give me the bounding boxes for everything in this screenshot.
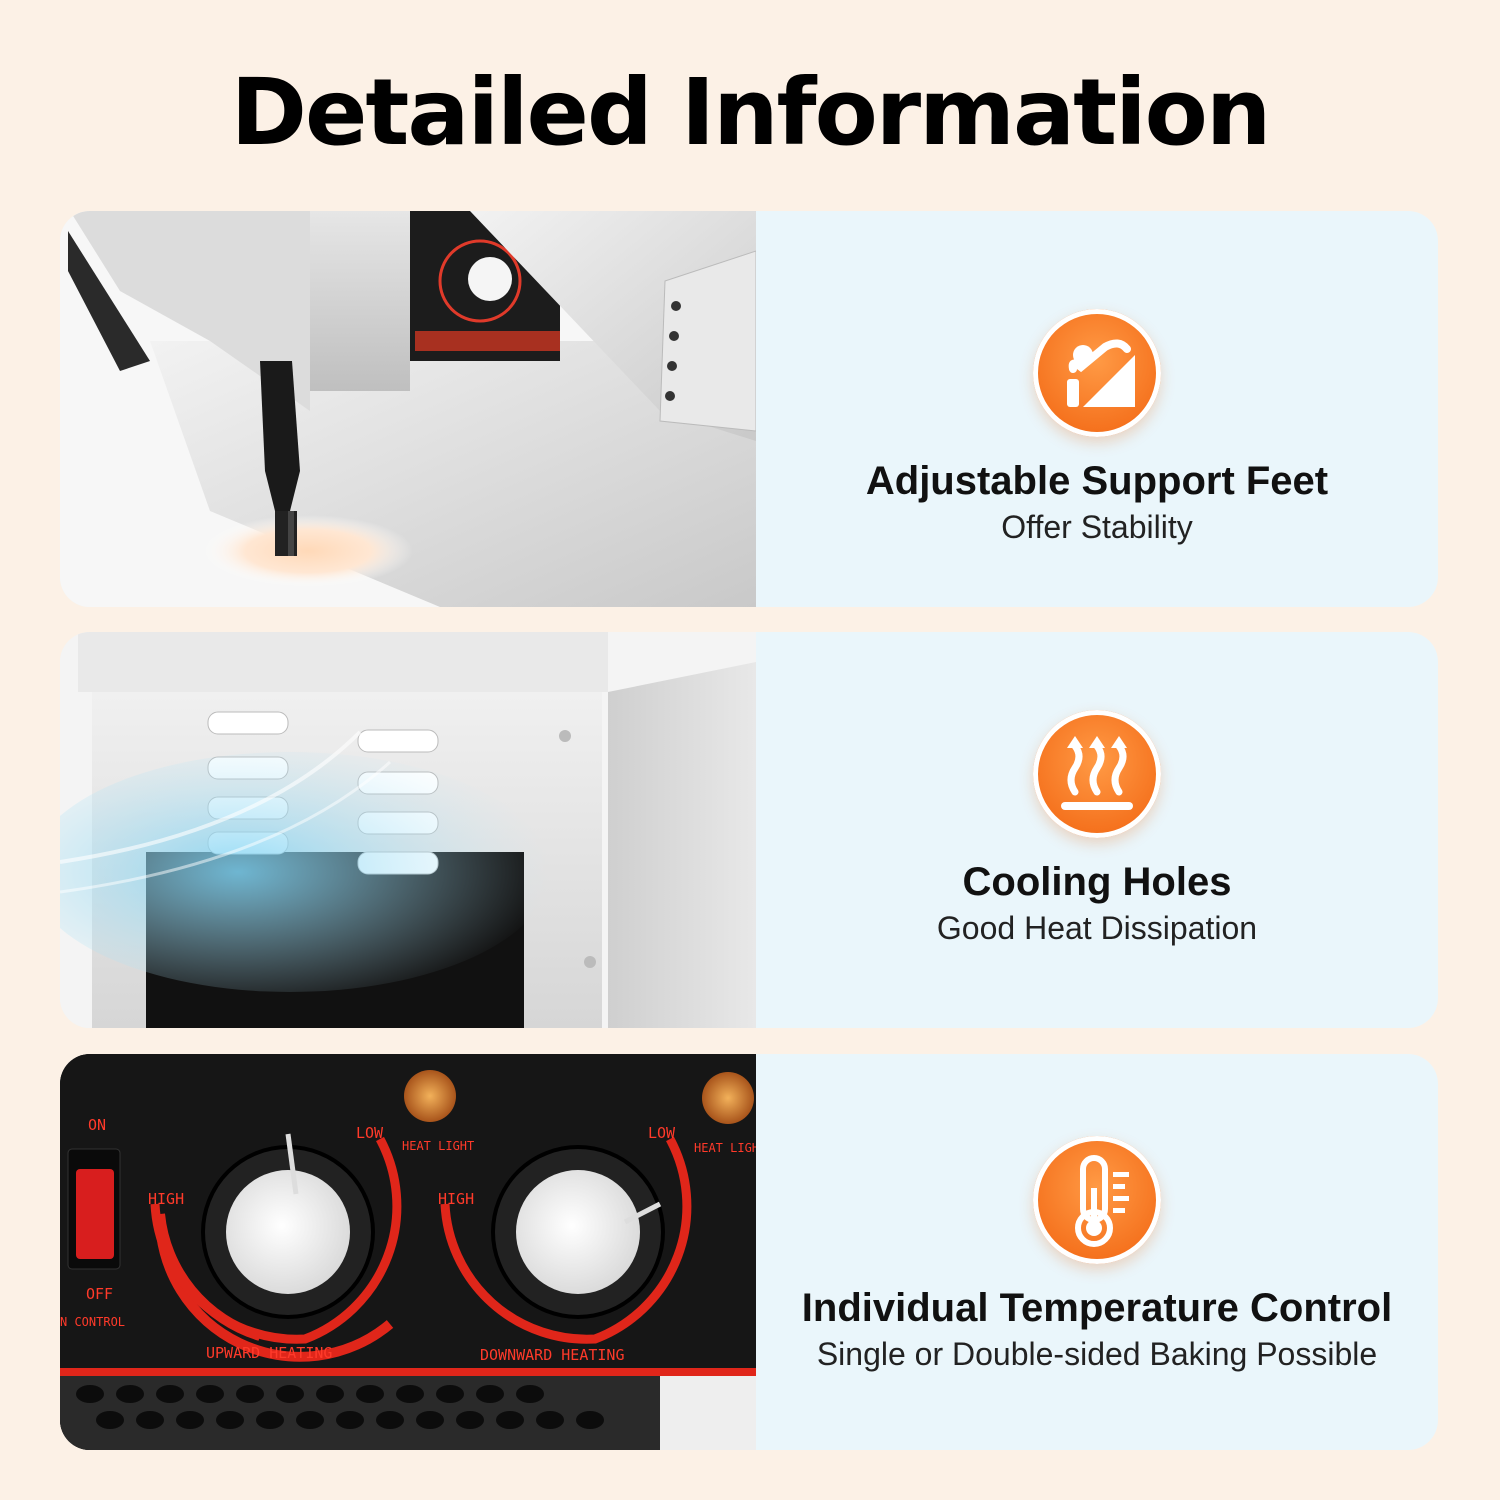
page-title: Detailed Information [230, 59, 1272, 166]
knob2-low-label: LOW [648, 1124, 676, 1142]
heat-waves-icon [1033, 710, 1161, 838]
downward-heating-label: DOWNWARD HEATING [480, 1346, 625, 1364]
feature-title: Adjustable Support Feet [865, 459, 1329, 503]
heat-light-label-1: HEAT LIGHT [402, 1139, 474, 1153]
upward-heating-label: UPWARD HEATING [206, 1344, 332, 1362]
adjustable-feet-icon [1033, 309, 1161, 437]
heat-light-label-2: HEAT LIGH [694, 1141, 756, 1155]
feature-title: Individual Temperature Control [801, 1286, 1393, 1330]
feature-card-temperature-control: ON OFF N CONTROL HIGH LOW HEAT LIGHT HIG… [60, 1054, 1438, 1450]
feature-title: Cooling Holes [962, 860, 1232, 904]
thermometer-icon [1033, 1136, 1161, 1264]
cooling-holes-info: Cooling Holes Good Heat Dissipation [756, 632, 1438, 1028]
switch-off-label: OFF [86, 1285, 113, 1303]
support-feet-photo [60, 211, 756, 607]
knob2-high-label: HIGH [438, 1190, 474, 1208]
switch-control-label: N CONTROL [60, 1315, 125, 1329]
feature-card-cooling-holes: Cooling Holes Good Heat Dissipation [60, 632, 1438, 1028]
feature-subtitle: Single or Double-sided Baking Possible [816, 1336, 1378, 1372]
temperature-control-info: Individual Temperature Control Single or… [756, 1054, 1438, 1450]
knob1-low-label: LOW [356, 1124, 384, 1142]
control-panel-photo: ON OFF N CONTROL HIGH LOW HEAT LIGHT HIG… [60, 1054, 756, 1450]
cooling-holes-photo [60, 632, 756, 1028]
knob1-high-label: HIGH [148, 1190, 184, 1208]
feature-card-support-feet: Adjustable Support Feet Offer Stability [60, 211, 1438, 607]
switch-on-label: ON [88, 1116, 106, 1134]
feature-subtitle: Offer Stability [1001, 509, 1193, 545]
support-feet-info: Adjustable Support Feet Offer Stability [756, 211, 1438, 607]
feature-subtitle: Good Heat Dissipation [936, 910, 1258, 946]
